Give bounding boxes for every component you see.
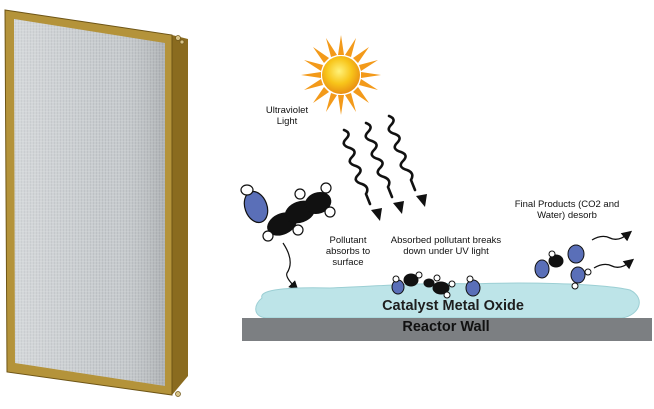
uv-wave-icon — [342, 128, 372, 206]
uv-rays — [342, 114, 427, 221]
reactor-wall — [242, 318, 652, 341]
final-products-label: Final Products (CO2 and Water) desorb — [514, 199, 620, 221]
desorb-arrows — [591, 230, 635, 270]
pollutant-molecule — [240, 182, 336, 242]
bolt-icon — [179, 39, 185, 45]
sun-icon — [301, 35, 381, 115]
bolt-icon — [175, 391, 181, 397]
uv-light-label: Ultraviolet Light — [265, 105, 309, 127]
molecule-icon — [465, 275, 481, 297]
uv-wave-icon — [364, 121, 394, 199]
arrow-icon — [282, 242, 299, 291]
absorbed-breaks-down-label: Absorbed pollutant breaks down under UV … — [390, 235, 502, 257]
molecule-icon — [534, 244, 585, 279]
filter-frame-side — [172, 35, 188, 395]
arrow-icon — [593, 258, 635, 270]
molecule-icon — [423, 274, 456, 299]
uv-wave-icon — [387, 114, 417, 192]
pollutant-absorbs-label: Pollutant absorbs to surface — [325, 235, 371, 268]
surface-molecules — [391, 271, 481, 299]
molecule-icon — [391, 271, 423, 295]
air-filter-panel — [4, 9, 188, 397]
reactor-wall-label: Reactor Wall — [402, 319, 490, 335]
final-product-molecules — [534, 244, 592, 290]
arrow-icon — [591, 230, 633, 242]
catalyst-label: Catalyst Metal Oxide — [382, 298, 524, 314]
bolt-icon — [175, 35, 181, 41]
molecule-icon — [570, 266, 592, 290]
